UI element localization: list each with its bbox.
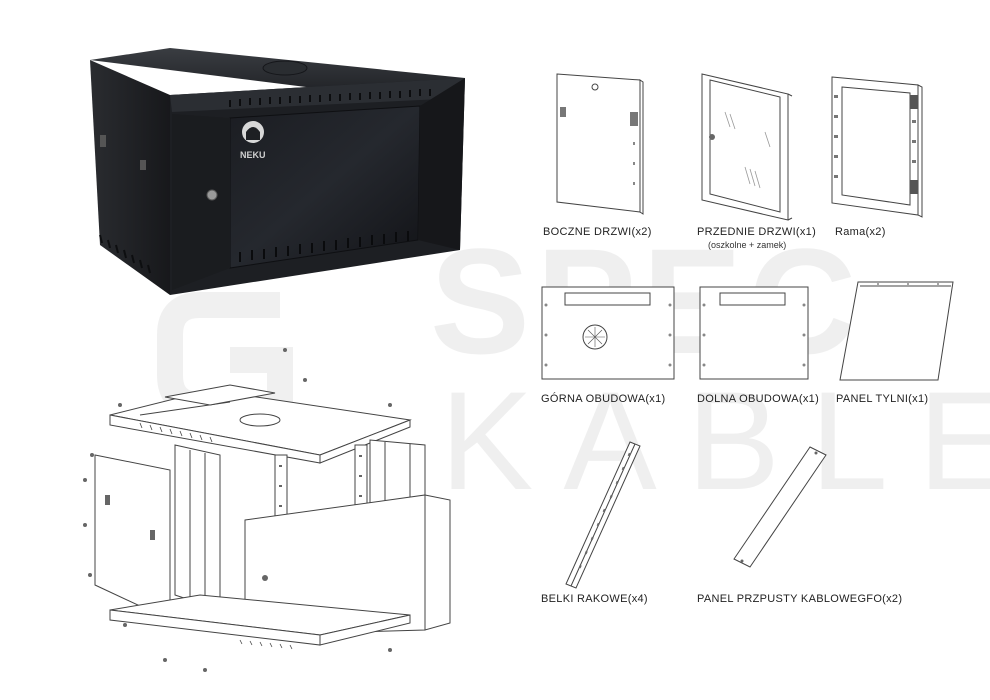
top-cover-icon <box>541 286 675 380</box>
frame-icon <box>831 76 923 218</box>
part-label-side-door: BOCZNE DRZWI(x2) <box>543 226 652 238</box>
front-glass-door-icon <box>701 73 793 221</box>
part-label-top-cover: GÓRNA OBUDOWA(x1) <box>541 393 666 405</box>
part-sublabel-front-door: (oszkolne + zamek) <box>708 240 787 250</box>
part-label-rack-rail: BELKI RAKOWE(x4) <box>541 593 648 605</box>
part-label-bottom-cover: DOLNA OBUDOWA(x1) <box>697 393 820 405</box>
cable-panel-icon <box>733 446 827 568</box>
bottom-cover-icon <box>699 286 809 380</box>
exploded-view-diagram <box>83 348 451 672</box>
part-label-front-door: PRZEDNIE DRZWI(x1) <box>697 226 817 238</box>
side-door-icon <box>556 73 644 215</box>
cabinet-photo: NEKU <box>90 48 465 295</box>
rack-rail-icon <box>565 441 641 589</box>
rear-panel-icon <box>839 281 954 381</box>
part-label-cable-panel: PANEL PRZPUSTY KABLOWEGFO(x2) <box>697 593 903 605</box>
part-label-rear-panel: PANEL TYLNI(x1) <box>836 393 929 405</box>
part-label-frame: Rama(x2) <box>835 226 886 238</box>
brand-text: NEKU <box>240 150 266 160</box>
